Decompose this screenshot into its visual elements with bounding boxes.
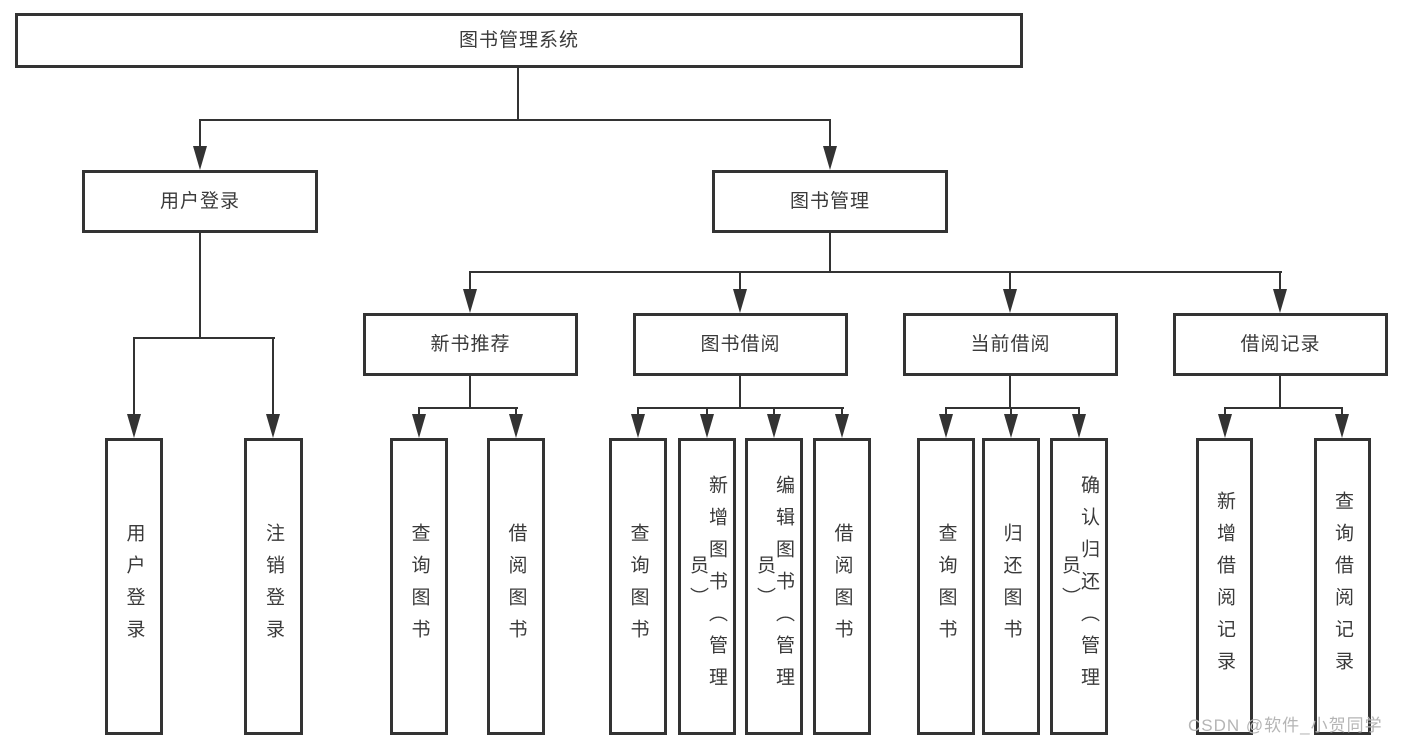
connector-line [1009,376,1011,408]
node-leaf-query-books-recommend: 查询图书 [390,438,448,735]
arrowhead-down-icon [127,414,141,438]
node-new-book-recommend: 新书推荐 [363,313,578,376]
connector-line [945,407,1080,409]
node-leaf-query-books-current: 查询图书 [917,438,975,735]
connector-line [739,376,741,408]
node-leaf-add-books-admin: 新增图书（管理员） [678,438,736,735]
connector-line [418,409,420,417]
connector-line [133,337,275,339]
arrowhead-down-icon [733,289,747,313]
node-leaf-query-borrow-record: 查询借阅记录 [1314,438,1371,735]
connector-line [469,273,471,291]
arrowhead-down-icon [939,414,953,438]
arrowhead-down-icon [412,414,426,438]
node-leaf-logout: 注销登录 [244,438,303,735]
node-leaf-return-books: 归还图书 [982,438,1040,735]
arrowhead-down-icon [266,414,280,438]
connector-line [773,409,775,417]
connector-line [469,271,1282,273]
connector-line [637,407,844,409]
arrowhead-down-icon [767,414,781,438]
connector-line [829,233,831,273]
arrowhead-down-icon [1335,414,1349,438]
csdn-watermark: CSDN @软件_小贺同学 [1188,716,1383,735]
node-book-management: 图书管理 [712,170,948,233]
node-leaf-borrow-books-borrowing: 借阅图书 [813,438,871,735]
connector-line [706,409,708,417]
arrowhead-down-icon [835,414,849,438]
connector-line [133,339,135,416]
connector-line [1279,376,1281,408]
node-leaf-user-login: 用户登录 [105,438,163,735]
connector-line [637,409,639,417]
connector-line [1341,409,1343,417]
connector-line [841,409,843,417]
arrowhead-down-icon [509,414,523,438]
connector-line [1279,273,1281,291]
connector-line [272,339,274,416]
node-leaf-query-books-borrowing: 查询图书 [609,438,667,735]
connector-line [1224,407,1343,409]
connector-line [1224,409,1226,417]
connector-line [199,233,201,338]
arrowhead-down-icon [1218,414,1232,438]
arrowhead-down-icon [463,289,477,313]
arrowhead-down-icon [823,146,837,170]
connector-line [739,273,741,291]
node-library-system-root: 图书管理系统 [15,13,1023,68]
arrowhead-down-icon [1004,414,1018,438]
arrowhead-down-icon [631,414,645,438]
node-user-login: 用户登录 [82,170,318,233]
arrowhead-down-icon [193,146,207,170]
node-borrowing-records: 借阅记录 [1173,313,1388,376]
arrowhead-down-icon [1003,289,1017,313]
node-leaf-edit-books-admin: 编辑图书（管理员） [745,438,803,735]
node-leaf-confirm-return-admin: 确认归还（管理员） [1050,438,1108,735]
arrowhead-down-icon [700,414,714,438]
node-book-borrowing: 图书借阅 [633,313,848,376]
connector-line [199,121,201,148]
connector-line [1009,273,1011,291]
connector-line [515,409,517,417]
arrowhead-down-icon [1072,414,1086,438]
connector-line [829,121,831,148]
arrowhead-down-icon [1273,289,1287,313]
connector-line [199,119,831,121]
node-leaf-borrow-books-recommend: 借阅图书 [487,438,545,735]
connector-line [469,376,471,408]
connector-line [517,68,519,121]
connector-line [945,409,947,417]
node-leaf-add-borrow-record: 新增借阅记录 [1196,438,1253,735]
connector-line [1010,409,1012,417]
connector-line [1078,409,1080,417]
connector-line [418,407,518,409]
node-current-borrowing: 当前借阅 [903,313,1118,376]
